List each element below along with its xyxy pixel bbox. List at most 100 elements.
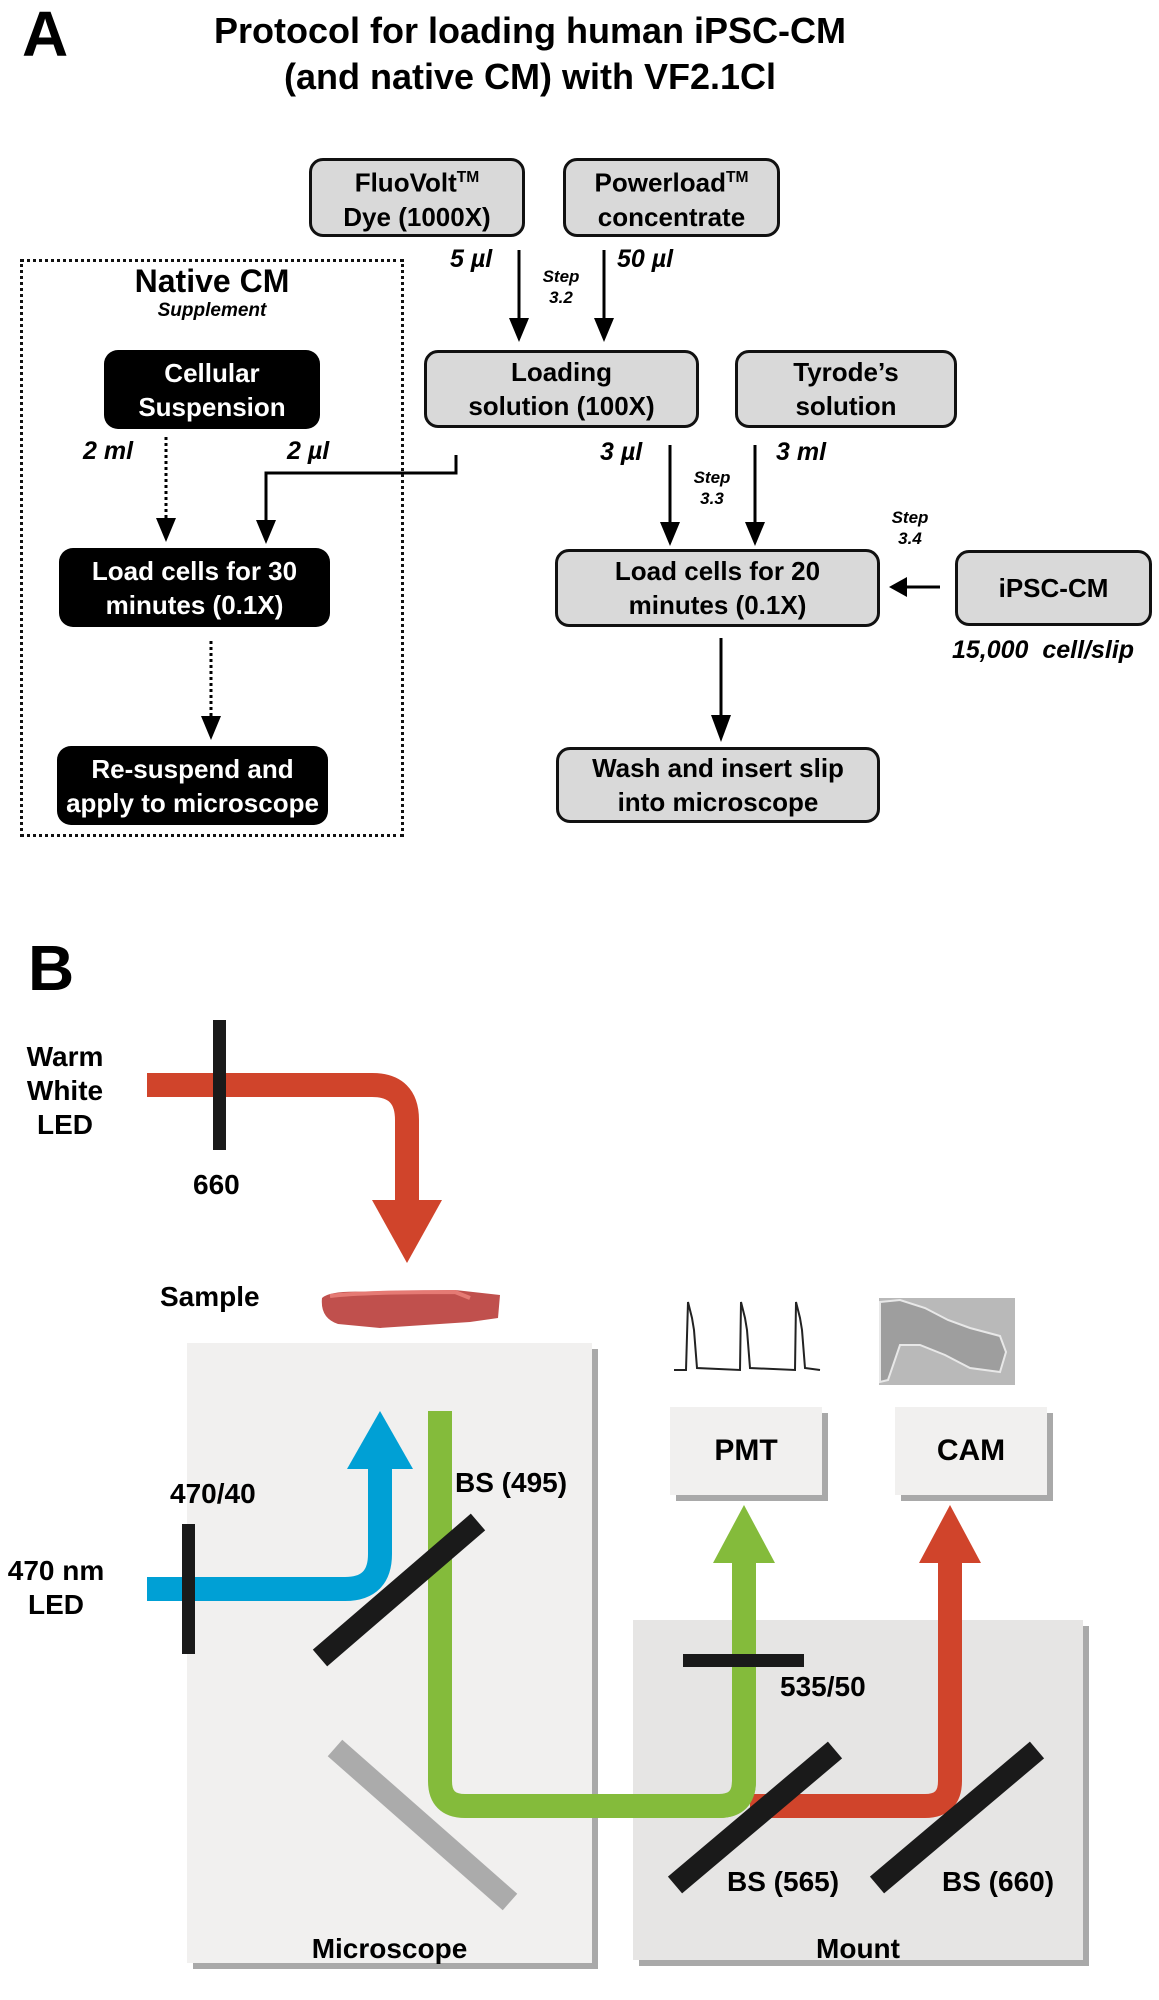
- sample-label: Sample: [160, 1281, 260, 1312]
- wash-line1: Wash and insert slip: [592, 753, 844, 783]
- resuspend-box: Re-suspend and apply to microscope: [57, 746, 328, 825]
- flow-connectors: [156, 250, 940, 742]
- beamsplitter-660-label: BS (660): [942, 1866, 1055, 1897]
- red-illumination-beam: [147, 1073, 419, 1200]
- load20-line1: Load cells for 20: [614, 556, 821, 586]
- native-cm-title: Native CM: [134, 263, 290, 299]
- resuspend-line1: Re-suspend and: [91, 753, 294, 784]
- arrowhead: [660, 522, 680, 546]
- load30-line1: Load cells for 30: [91, 555, 298, 586]
- blue-led-line1: 470 nm: [7, 1555, 105, 1586]
- amount-loading: 3 µl: [600, 438, 643, 466]
- arrow-loading-to-load30: [264, 455, 458, 520]
- load-cells-30-box: Load cells for 30 minutes (0.1X): [59, 548, 330, 627]
- mirror: [327, 1739, 518, 1911]
- beamsplitter-495: [312, 1513, 486, 1667]
- step-word: Step: [693, 468, 731, 487]
- filter-470-40: [182, 1524, 195, 1654]
- filter-660: [213, 1020, 226, 1150]
- native-cm-frame: [20, 259, 404, 837]
- loading-line1: Loading: [510, 357, 613, 387]
- blue-led-line2: LED: [28, 1589, 84, 1620]
- red-emission-arrowhead: [919, 1505, 981, 1563]
- fluovolt-label: FluoVolt: [354, 167, 457, 198]
- panel-b-letter: B: [28, 932, 75, 1004]
- pmt-detector: [670, 1407, 822, 1495]
- step-number: 3.4: [898, 529, 922, 548]
- ipsc-cm-box: iPSC-CM: [955, 550, 1152, 626]
- beamsplitter-660: [869, 1741, 1045, 1894]
- cellular-suspension-box: Cellular Suspension: [104, 350, 320, 429]
- mount-label: Mount: [816, 1933, 900, 1964]
- step-3-2-label: Step 3.2: [530, 266, 592, 308]
- warm-led-line2: White: [26, 1075, 104, 1106]
- suspension-line1: Cellular: [164, 357, 260, 388]
- arrowhead: [256, 520, 276, 544]
- pmt-label: PMT: [714, 1434, 778, 1467]
- filter-535-50-label: 535/50: [780, 1671, 866, 1702]
- amount-powerload: 50 µl: [617, 245, 674, 273]
- pmt-action-potential-trace: [674, 1301, 821, 1372]
- sample-icon: [321, 1290, 500, 1328]
- trademark-mark: TM: [456, 169, 480, 187]
- beamsplitter-495-label: BS (495): [455, 1467, 568, 1498]
- resuspend-line2: apply to microscope: [66, 787, 319, 818]
- green-beam-corner: [700, 1760, 756, 1818]
- blue-excitation-beam: [147, 1465, 392, 1601]
- filter-660-label: 660: [193, 1169, 240, 1200]
- powerload-line2: concentrate: [597, 201, 746, 232]
- fluovolt-dye-box: FluoVoltTM Dye (1000X): [309, 158, 525, 237]
- wash-insert-box: Wash and insert slip into microscope: [556, 747, 880, 823]
- red-emission-beam: [750, 1560, 962, 1818]
- arrowhead: [594, 318, 614, 342]
- filter-535-50: [683, 1654, 804, 1667]
- amount-tyrodes: 3 ml: [776, 438, 827, 466]
- warm-led-line3: LED: [37, 1109, 93, 1140]
- step-number: 3.3: [700, 489, 724, 508]
- microscope-label: Microscope: [311, 1933, 468, 1964]
- panel-a-title: Protocol for loading human iPSC-CM (and …: [150, 8, 910, 100]
- loading-line2: solution (100X): [468, 391, 655, 421]
- tyrodes-line2: solution: [795, 391, 897, 421]
- panel-a-letter: A: [22, 0, 69, 70]
- beamsplitter-565-label: BS (565): [727, 1866, 840, 1897]
- powerload-label: Powerload: [594, 167, 726, 198]
- arrowhead: [745, 522, 765, 546]
- sample-highlight: [329, 1289, 471, 1300]
- warm-led-line1: Warm: [26, 1041, 104, 1072]
- mount-housing: [633, 1620, 1083, 1960]
- step-3-4-label: Step 3.4: [879, 507, 941, 549]
- camera-cell-shape: [879, 1298, 1008, 1384]
- arrowhead: [201, 716, 221, 740]
- amount-suspension: 2 ml: [83, 437, 134, 465]
- warm-white-led-label: Warm White LED: [22, 1040, 108, 1142]
- arrowhead: [509, 318, 529, 342]
- arrowhead: [156, 518, 176, 542]
- cam-label: CAM: [936, 1434, 1006, 1467]
- step-number: 3.2: [549, 288, 573, 307]
- ipsc-density: 15,000 cell/slip: [952, 636, 1135, 664]
- blue-led-label: 470 nm LED: [0, 1554, 112, 1622]
- load-cells-20-box: Load cells for 20 minutes (0.1X): [555, 549, 880, 627]
- wash-line2: into microscope: [617, 787, 819, 817]
- amount-fluovolt: 5 µl: [450, 245, 493, 273]
- step-word: Step: [542, 267, 580, 286]
- loading-solution-box: Loading solution (100X): [424, 350, 699, 428]
- fluovolt-line2: Dye (1000X): [343, 201, 491, 232]
- beamsplitter-565: [667, 1741, 843, 1894]
- load30-line2: minutes (0.1X): [105, 589, 284, 620]
- title-line-1: Protocol for loading human iPSC-CM: [214, 10, 846, 51]
- native-cm-subtitle: Supplement: [157, 300, 267, 321]
- step-3-3-label: Step 3.3: [681, 467, 743, 509]
- tyrodes-solution-box: Tyrode’s solution: [735, 350, 957, 428]
- trademark-mark: TM: [725, 169, 749, 187]
- powerload-concentrate-box: PowerloadTM concentrate: [563, 158, 780, 237]
- green-emission-arrowhead: [713, 1505, 775, 1563]
- red-illumination-arrowhead: [372, 1200, 442, 1263]
- camera-detector: [895, 1407, 1047, 1495]
- step-word: Step: [891, 508, 929, 527]
- title-line-2: (and native CM) with VF2.1Cl: [283, 56, 777, 97]
- filter-470-40-label: 470/40: [170, 1478, 256, 1509]
- amount-native-loading: 2 µl: [287, 437, 330, 465]
